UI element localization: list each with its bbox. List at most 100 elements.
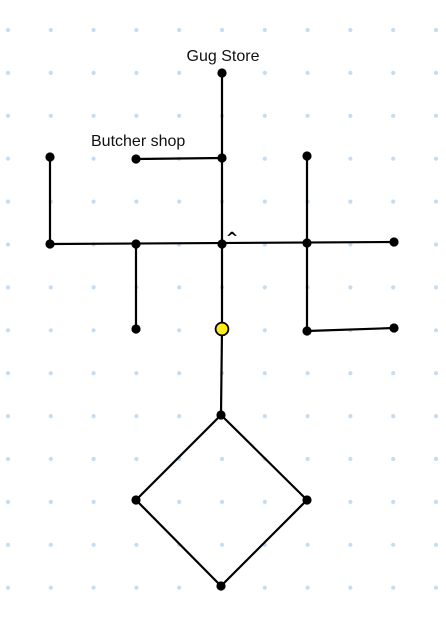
grid-dot — [348, 199, 353, 204]
grid-dot — [262, 199, 267, 204]
grid-dot — [177, 414, 182, 419]
grid-dot — [433, 113, 439, 118]
grid-dot — [48, 70, 53, 75]
node-right-lower-end[interactable] — [389, 323, 399, 333]
grid-dot — [48, 285, 53, 290]
grid-dot — [433, 414, 439, 419]
grid-dot — [262, 585, 267, 590]
node-center[interactable] — [217, 239, 227, 249]
node-butcher-shop[interactable] — [131, 154, 141, 164]
edge-right-lower-branch — [305, 326, 396, 333]
grid-dot — [177, 499, 182, 504]
node-diamond-left[interactable] — [131, 495, 141, 505]
grid-dot — [177, 328, 182, 333]
edge-diamond-bottom-left — [134, 498, 223, 588]
grid-dot — [48, 113, 53, 118]
grid-dot — [134, 585, 139, 590]
node-diamond-top[interactable] — [216, 410, 226, 420]
grid-dot — [91, 113, 96, 118]
node-left-end[interactable] — [45, 239, 55, 249]
grid-dot — [5, 499, 11, 504]
node-current-location[interactable] — [214, 321, 230, 337]
grid-dot — [91, 285, 96, 290]
grid-dot — [134, 414, 139, 419]
node-gug-store[interactable] — [217, 68, 227, 78]
grid-dot — [348, 499, 353, 504]
grid-dot — [177, 113, 182, 118]
grid-dot — [262, 499, 267, 504]
grid-dot — [5, 414, 11, 419]
grid-dot — [5, 542, 11, 547]
grid-dot — [177, 70, 182, 75]
label-butcher-shop: Butcher shop — [91, 133, 185, 150]
grid-dot — [348, 156, 353, 161]
grid-dot — [262, 113, 267, 118]
node-right-lower[interactable] — [302, 326, 312, 336]
grid-dot — [433, 499, 439, 504]
grid-dot — [134, 27, 139, 33]
label-gug-store: Gug Store — [187, 48, 260, 65]
node-diamond-right[interactable] — [302, 495, 312, 505]
node-right-top[interactable] — [302, 151, 312, 161]
grid-dot — [91, 499, 96, 504]
grid-dot — [91, 542, 96, 547]
grid-dot — [262, 328, 267, 333]
grid-dot — [305, 70, 310, 75]
grid-dot — [391, 371, 396, 376]
grid-dot — [305, 542, 310, 547]
grid-dot — [48, 328, 53, 333]
location-labels: Gug Store Butcher shop ^ — [91, 48, 260, 247]
path-nodes — [45, 68, 399, 591]
grid-dot — [91, 585, 96, 590]
grid-dot — [348, 242, 353, 247]
grid-dot — [219, 542, 225, 547]
grid-dot — [391, 585, 396, 590]
grid-dot — [48, 542, 53, 547]
grid-dot — [219, 456, 225, 462]
grid-dot — [391, 414, 396, 419]
grid-dot — [5, 242, 11, 247]
node-diamond-bottom[interactable] — [216, 581, 226, 591]
grid-dot — [48, 414, 53, 419]
grid-dot — [348, 414, 353, 419]
grid-dot — [177, 199, 182, 204]
grid-dot — [433, 242, 439, 247]
grid-dot — [5, 199, 11, 204]
node-left-top[interactable] — [45, 152, 55, 162]
grid-dot — [5, 113, 11, 118]
node-right-end[interactable] — [389, 237, 399, 247]
grid-dot — [5, 156, 11, 161]
grid-dot — [5, 27, 11, 33]
edge-diamond-top-right — [219, 413, 309, 502]
node-upper-junction[interactable] — [217, 153, 227, 163]
grid-dot — [391, 70, 396, 75]
grid-dot — [391, 542, 396, 547]
grid-dot — [391, 285, 396, 290]
grid-dot — [91, 156, 96, 161]
grid-dot — [262, 70, 267, 75]
node-right-inner[interactable] — [302, 238, 312, 248]
grid-dot — [433, 285, 439, 290]
grid-dot — [391, 113, 396, 118]
grid-dot — [433, 456, 439, 462]
player-marker: ^ — [226, 229, 239, 247]
grid-dot — [348, 542, 353, 547]
grid-dot — [5, 371, 11, 376]
grid-dot — [177, 371, 182, 376]
grid-dot — [134, 199, 139, 204]
grid-dot — [91, 456, 96, 462]
grid-dot — [48, 585, 53, 590]
grid-dot — [433, 199, 439, 204]
node-left-inner[interactable] — [131, 239, 141, 249]
grid-dot — [348, 585, 353, 590]
grid-dot — [91, 199, 96, 204]
edge-diamond-left-top — [134, 413, 223, 502]
grid-dot — [91, 27, 96, 33]
grid-dot — [305, 585, 310, 590]
grid-dot — [262, 414, 267, 419]
grid-dot — [5, 285, 11, 290]
grid-dot — [348, 113, 353, 118]
grid-dot — [391, 199, 396, 204]
node-left-bottom[interactable] — [131, 324, 141, 334]
